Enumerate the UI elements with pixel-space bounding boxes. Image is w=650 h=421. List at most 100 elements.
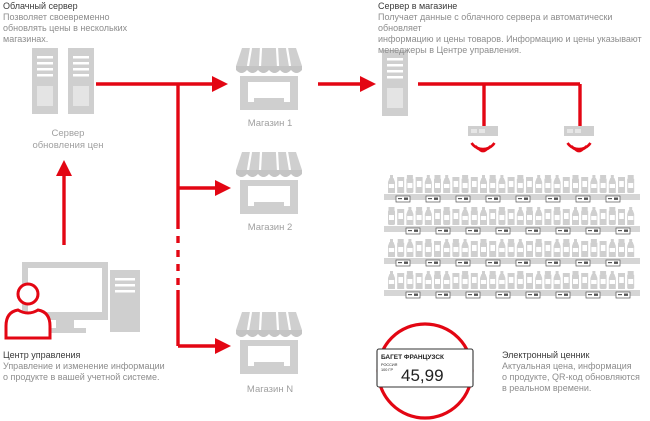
shelf-price-tag-icon [465,227,481,235]
shelf-price-tag-icon [545,259,561,267]
product-icon [489,209,497,225]
e-label-text: Электронный ценник Актуальная цена, инфо… [502,350,647,394]
product-icon [627,271,635,289]
product-icon [480,271,487,289]
shelf-price-tag-icon [425,195,441,203]
price-tag [376,348,474,388]
product-icon [498,175,506,193]
product-icon [397,239,405,257]
product-icon [397,273,405,289]
shelf-price-tag-icon [435,291,451,299]
product-icon [535,175,543,193]
product-icon [424,239,432,257]
product-icon [434,241,441,257]
product-icon [562,177,570,193]
store-1-label: Магазин 1 [247,118,293,129]
shelf-price-tag-icon [465,291,481,299]
shelf-price-tag-icon [585,227,601,235]
store-server-icon [382,50,408,116]
product-icon [535,239,543,257]
product-icon [562,239,570,257]
product-icon [544,241,552,257]
product-icon [489,271,497,289]
product-icon [618,209,625,225]
cloud-server-caption-line: Сервер [51,128,85,139]
shelf-price-tag-icon [435,227,451,235]
product-icon [397,177,405,193]
store-2-icon [234,150,304,216]
product-icon [397,209,405,225]
user-icon [4,282,52,340]
shelf-price-tag-icon [395,195,411,203]
product-icon [461,271,469,289]
product-icon [608,239,616,257]
shelf-price-tag-icon [455,259,471,267]
product-icon [553,207,561,225]
product-icon [415,241,423,257]
e-label-title: Электронный ценник [502,350,590,360]
product-icon [599,271,607,289]
product-icon [608,207,616,225]
shelf-price-tag-icon [555,227,571,235]
shelf-price-tag-icon [515,195,531,203]
product-icon [590,271,598,289]
product-icon [470,273,478,289]
e-label-desc-line: о продукте, QR-код обновляются [502,372,640,382]
shelf-price-tag-icon [455,195,471,203]
store-n-icon [234,310,304,376]
product-icon [572,239,579,257]
product-icon [516,271,524,289]
product-icon [434,175,441,193]
product-icon [618,177,625,193]
price-tag-title: БАГЕТ ФРАНЦУЗСК [381,354,444,361]
price-tag-zoom: БАГЕТ ФРАНЦУЗСК РОССИЯ 100 ГР 45,99 [376,322,474,420]
product-icon [562,273,570,289]
shelf-price-tag-icon [555,291,571,299]
product-icon [581,241,589,257]
product-icon [599,209,607,225]
product-icon [627,239,635,257]
store-1-icon [234,46,304,112]
product-icon [526,177,533,193]
product-icon [388,239,395,257]
product-icon [461,207,469,225]
product-icon [498,207,506,225]
shelf-price-tag-icon [615,291,631,299]
product-icon [443,175,451,193]
shelf-price-tag-icon [495,291,511,299]
product-icon [489,241,497,257]
shelf-price-tag-icon [425,259,441,267]
product-icon [406,175,414,193]
product-icon [553,239,561,257]
shelf-price-tag-icon [495,227,511,235]
product-icon [608,175,616,193]
store-server-text: Сервер в магазине Получает данные с обла… [378,1,648,56]
product-icon [498,239,506,257]
shelf-price-tag-icon [615,227,631,235]
product-icon [590,207,598,225]
product-icon [470,241,478,257]
product-icon [424,207,432,225]
product-icon [406,239,414,257]
product-icon [572,175,579,193]
shelf-price-tag-icon [515,259,531,267]
product-icon [535,271,543,289]
product-icon [470,177,478,193]
shelf-price-tag-icon [585,291,601,299]
product-icon [526,241,533,257]
product-icon [608,271,616,289]
store-shelves [384,175,640,299]
shelf-price-tag-icon [405,291,421,299]
product-icon [507,209,515,225]
product-icon [498,271,506,289]
price-tag-weight: 100 ГР [381,368,393,372]
product-icon [406,271,414,289]
product-icon [553,271,561,289]
wifi-router-icon [562,124,596,153]
product-icon [443,239,451,257]
wifi-router-icon [466,124,500,153]
cloud-server-caption: Сервер обновления цен [20,128,116,152]
store-server-desc-line: информацию и цены товаров. Информацию и … [378,34,642,44]
control-center-text: Центр управления Управление и изменение … [3,350,178,383]
product-icon [535,207,543,225]
